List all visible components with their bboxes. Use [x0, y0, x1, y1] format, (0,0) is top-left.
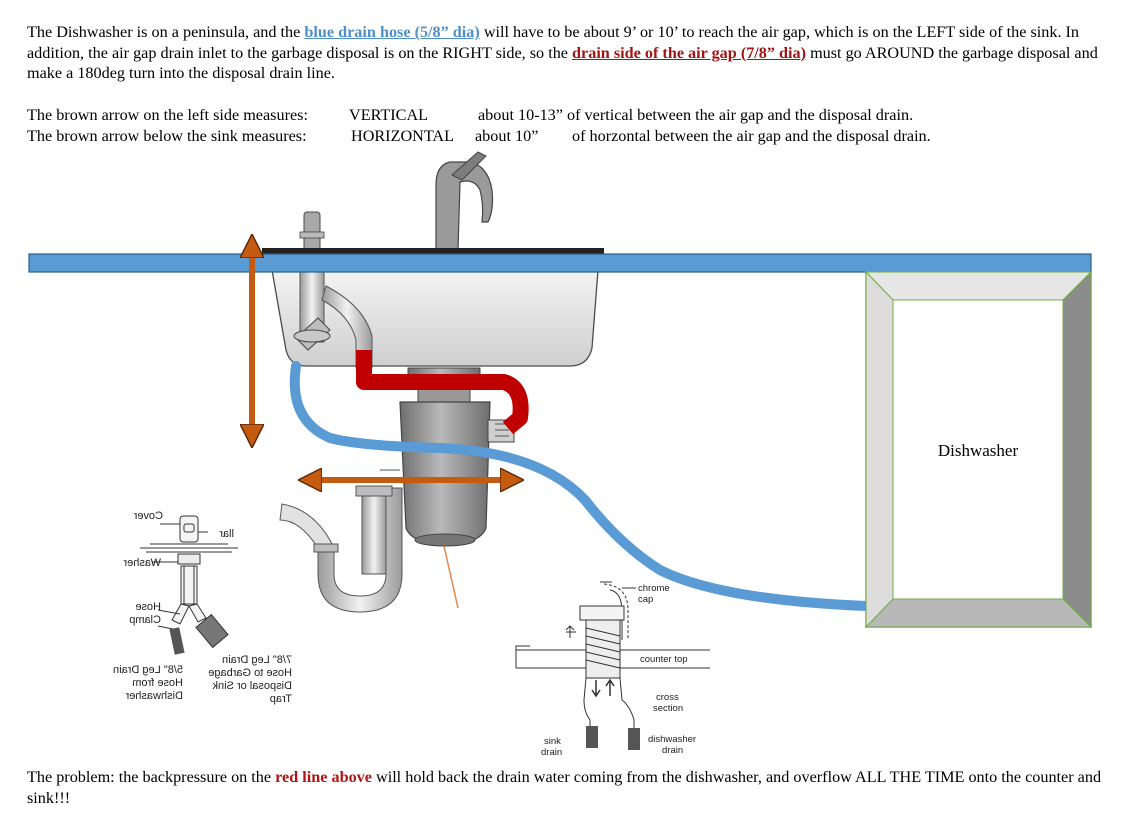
sink-trap — [279, 469, 403, 613]
horizontal-measure-rest: of horzontal between the air gap and the… — [572, 126, 931, 145]
label-sink-drain: drain — [541, 747, 562, 758]
label-dishwasher-drain: drain — [662, 745, 683, 756]
problem-text-1: The problem: the backpressure on the — [27, 768, 276, 786]
label-leg58-3: Dishwasher — [125, 690, 183, 702]
label-leg58-1: 5/8" Leg Drain — [113, 664, 183, 676]
label-leg78-3: Disposal or Sink — [212, 680, 292, 692]
countertop — [28, 253, 1092, 273]
label-leg78-4: Trap — [270, 693, 292, 705]
label-cover: Cover — [133, 510, 163, 522]
horizontal-measure-label: The brown arrow below the sink measures: — [27, 126, 307, 145]
label-hose-clamp-1: Hose — [135, 601, 161, 613]
intro-paragraph: The Dishwasher is on a peninsula, and th… — [27, 22, 1107, 84]
label-leg58-2: Hose from — [132, 677, 183, 689]
horizontal-measure-direction: HORIZONTAL — [351, 126, 455, 145]
intro-text-1: The Dishwasher is on a peninsula, and th… — [27, 23, 305, 41]
label-washer: Washer — [123, 557, 161, 569]
vertical-measure-value: about 10-13” of vertical between the air… — [478, 106, 914, 124]
label-hose-clamp-2: Clamp — [129, 614, 161, 626]
vertical-measure-line: The brown arrow on the left side measure… — [27, 105, 1107, 126]
label-leg78-1: 7/8" Leg Drain — [222, 654, 292, 666]
label-sink: sink — [544, 736, 561, 747]
sink-rim — [262, 248, 604, 254]
disposal-discharge-line — [443, 545, 459, 609]
blue-drain-hose — [289, 361, 871, 611]
label-dishwasher: dishwasher — [648, 734, 696, 745]
label-collar: llar — [219, 528, 234, 540]
label-counter-top: counter top — [640, 654, 688, 665]
red-hose-highlight: drain side of the air gap (7/8” dia) — [572, 43, 807, 62]
horizontal-measure-line: The brown arrow below the sink measures:… — [27, 126, 1107, 147]
vertical-measure-direction: VERTICAL — [349, 106, 429, 124]
label-section: section — [653, 703, 683, 714]
measurements-paragraph: The brown arrow on the left side measure… — [27, 105, 1107, 146]
dishwasher-label: Dishwasher — [938, 441, 1019, 460]
horizontal-measure-value: about 10” — [475, 126, 539, 145]
label-cross: cross — [656, 692, 679, 703]
intro-text-3: must go AROUND the garbage disposal and … — [27, 43, 1098, 83]
blue-hose-highlight: blue drain hose (5/8” dia) — [304, 23, 480, 41]
vertical-measure-label: The brown arrow on the left side measure… — [27, 106, 308, 124]
air-gap-cap — [299, 211, 325, 253]
garbage-disposal — [399, 367, 491, 547]
air-gap-cross-section: chrome cap counter top cross section sin… — [515, 581, 710, 758]
label-cap: cap — [638, 594, 653, 605]
air-gap-installation-diagram: Cover llar Washer Hose Clamp 5/8" Leg Dr… — [113, 510, 292, 705]
red-drain-hose — [356, 350, 529, 435]
label-chrome: chrome — [638, 583, 670, 594]
intro-text-2: will have to be about 9’ or 10’ to reach… — [27, 23, 1080, 62]
problem-text-2: will hold back the drain water coming fr… — [27, 768, 1102, 807]
sink-bowl — [271, 269, 599, 367]
label-leg78-2: Hose to Garbage — [208, 667, 292, 679]
air-gap-body — [293, 269, 373, 369]
red-line-highlight: red line above — [275, 768, 372, 786]
problem-paragraph: The problem: the backpressure on the red… — [27, 767, 1107, 808]
dishwasher: Dishwasher — [864, 270, 1093, 629]
faucet — [435, 151, 494, 251]
